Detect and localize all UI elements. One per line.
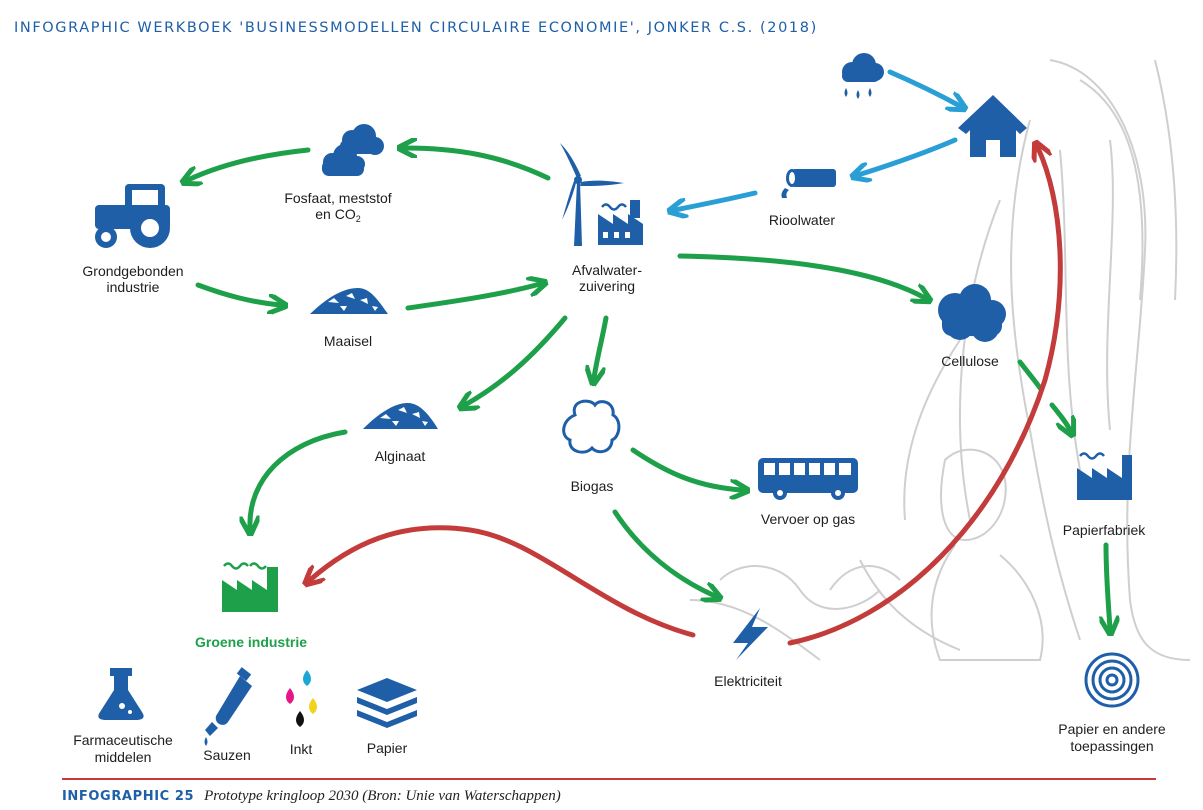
papier-andere-label-line1: Papier en andere [1058,721,1166,737]
tree-sketch-illustration [689,59,1191,661]
arrow-afvalwater-to-fosfaat [405,148,551,181]
rioolwater-label: Rioolwater [769,212,835,228]
arrow-house-to-rioolwater [858,137,958,175]
paper-stack-icon [357,678,417,728]
clouds-icon [322,124,384,176]
elektriciteit-label: Elektriciteit [714,673,782,689]
house-icon [958,95,1027,157]
lightning-icon [733,608,768,660]
papier-andere-label-line2: toepassingen [1070,738,1153,754]
arrow-biogas-to-elektriciteit [612,509,715,596]
arrow-maaisel-to-afvalwater [405,284,540,311]
paper-roll-spiral-icon [1084,652,1140,708]
papier-label: Papier [367,740,408,756]
arrow-elektriciteit-to-house [787,148,1063,646]
tractor-icon [95,184,170,248]
afvalwater-label-line2: zuivering [579,278,635,294]
footer-caption: INFOGRAPHIC 25 Prototype kringloop 2030 … [62,787,561,805]
wind-turbine-icon [560,143,624,246]
sauzen-label: Sauzen [203,747,250,763]
alginaat-heap-icon [363,403,438,429]
rain-cloud-icon [842,53,884,99]
arrow-tractor-to-maaisel [195,282,280,305]
groene-industrie-label: Groene industrie [195,634,307,650]
maaisel-heap-icon [310,288,388,314]
arrow-afvalwater-to-alginaat [465,315,568,405]
farma-label-line1: Farmaceutische [73,732,173,748]
header-title: INFOGRAPHIC WERKBOEK 'BUSINESSMODELLEN C… [14,20,818,36]
alginaat-label: Alginaat [375,448,426,464]
flask-icon [98,668,144,720]
arrow-rioolwater-to-afvalwater [675,190,758,210]
ink-drops-icon [286,670,317,727]
inkt-label: Inkt [290,741,313,757]
cellulose-label: Cellulose [941,353,999,369]
afvalwater-label-line1: Afvalwater- [572,262,642,278]
bus-icon [758,458,858,500]
footer-divider [62,778,1156,780]
tractor-label-line1: Grondgebonden [82,263,183,279]
arrow-cellulose-to-papierfabriek [1017,359,1070,430]
arrow-papierfabriek-to-papier [1106,542,1110,628]
arrow-afvalwater-to-cellulose [677,253,925,298]
biogas-label: Biogas [571,478,614,494]
vervoer-label: Vervoer op gas [761,511,855,527]
maaisel-label: Maaisel [324,333,372,349]
papierfabriek-label: Papierfabriek [1063,522,1146,538]
infographic-number: INFOGRAPHIC 25 [62,789,195,804]
tractor-label-line2: industrie [107,279,160,295]
water-treatment-factory-icon [598,200,643,245]
arrow-elektriciteit-to-groene-industrie [310,525,696,638]
sauce-bottle-icon [204,667,252,746]
green-factory-icon [222,562,278,612]
sewage-pipe-icon [781,169,836,198]
caption-text: Prototype kringloop 2030 (Bron: Unie van… [204,788,561,804]
arrow-afvalwater-to-biogas [594,315,609,378]
biogas-bubble-icon [562,399,621,454]
fosfaat-label-line2: en CO2 [315,206,360,224]
arrow-fosfaat-to-tractor [188,147,311,180]
farma-label-line2: middelen [95,749,152,765]
paper-factory-icon [1077,452,1132,500]
arrow-rain-to-house [887,69,960,106]
cellulose-cloud-icon [938,284,1006,342]
fosfaat-label-line1: Fosfaat, meststof [284,190,391,206]
arrow-biogas-to-vervoer [630,447,742,490]
arrow-alginaat-to-groene-industrie [250,429,348,528]
